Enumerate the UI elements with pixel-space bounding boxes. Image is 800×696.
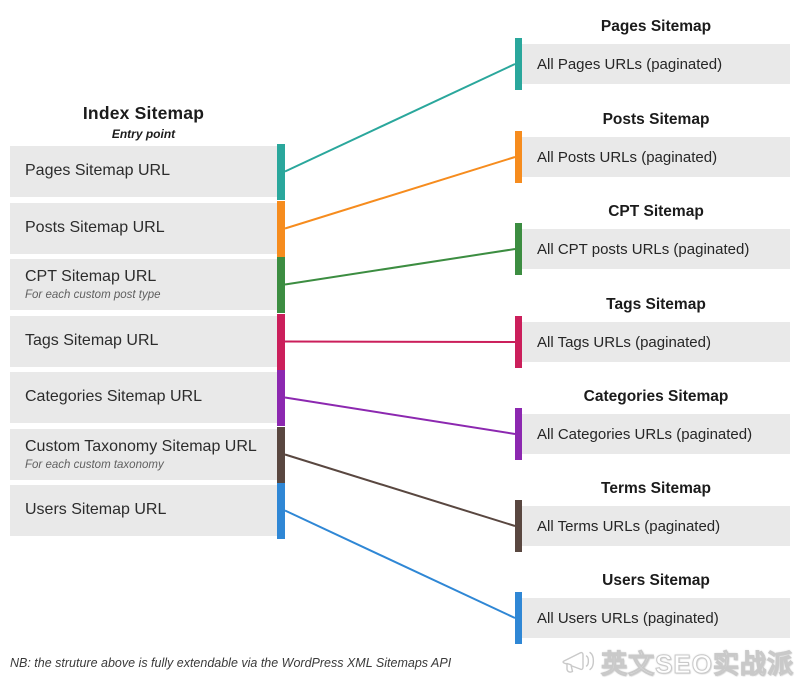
index-entry-custom-taxonomy: Custom Taxonomy Sitemap URL For each cust… (10, 429, 277, 480)
connector-tags (284, 340, 516, 343)
sitemap-title-categories-sitemap: Categories Sitemap (583, 388, 729, 405)
sitemap-title-terms-sitemap: Terms Sitemap (601, 480, 711, 497)
sitemap-box-categories-sitemap: All Categories URLs (paginated) (522, 414, 790, 454)
color-bar-pages (277, 144, 285, 200)
color-bar-tags (277, 314, 285, 370)
index-subheading: Entry point (111, 127, 176, 141)
sitemap-box-label: All Terms URLs (paginated) (537, 517, 721, 535)
color-bar-posts-sitemap (515, 131, 522, 183)
index-entry-label: Categories Sitemap URL (25, 388, 202, 406)
footnote: NB: the struture above is fully extendab… (10, 656, 452, 670)
index-entry-note: For each custom taxonomy (25, 458, 164, 471)
sitemap-box-cpt-sitemap: All CPT posts URLs (paginated) (522, 229, 790, 269)
sitemap-title-users-sitemap: Users Sitemap (602, 572, 710, 589)
index-entry-label: Custom Taxonomy Sitemap URL (25, 438, 257, 456)
color-bar-tags-sitemap (515, 316, 522, 368)
watermark: 英文SEO实战派 (561, 644, 794, 681)
index-entry-tags: Tags Sitemap URL (10, 316, 277, 367)
sitemap-box-label: All CPT posts URLs (paginated) (537, 240, 750, 258)
sitemap-title-pages-sitemap: Pages Sitemap (600, 18, 712, 35)
sitemap-box-posts-sitemap: All Posts URLs (paginated) (522, 137, 790, 177)
sitemap-title-posts-sitemap: Posts Sitemap (602, 111, 710, 128)
color-bar-terms-sitemap (515, 500, 522, 552)
index-entry-note: For each custom post type (25, 288, 161, 301)
index-entry-cpt: CPT Sitemap URL For each custom post type (10, 259, 277, 310)
watermark-text: 英文SEO实战派 (601, 649, 794, 680)
connector-posts (284, 156, 516, 230)
sitemap-box-tags-sitemap: All Tags URLs (paginated) (522, 322, 790, 362)
color-bar-cpt (277, 257, 285, 313)
connector-pages (284, 63, 516, 173)
sitemap-box-label: All Pages URLs (paginated) (537, 55, 723, 73)
sitemap-box-terms-sitemap: All Terms URLs (paginated) (522, 506, 790, 546)
color-bar-cpt-sitemap (515, 223, 522, 275)
index-entry-label: Tags Sitemap URL (25, 332, 159, 350)
color-bar-users (277, 483, 285, 539)
sitemap-box-label: All Posts URLs (paginated) (537, 148, 718, 166)
index-entry-label: Users Sitemap URL (25, 501, 167, 519)
connector-cpt (284, 248, 516, 286)
sitemap-box-label: All Users URLs (paginated) (537, 609, 719, 627)
sitemap-title-cpt-sitemap: CPT Sitemap (608, 203, 704, 220)
sitemap-title-tags-sitemap: Tags Sitemap (606, 296, 706, 313)
index-entry-pages: Pages Sitemap URL (10, 146, 277, 197)
index-heading: Index Sitemap (82, 103, 205, 123)
index-entry-categories: Categories Sitemap URL (10, 372, 277, 423)
index-entry-users: Users Sitemap URL (10, 485, 277, 536)
index-entry-label: Posts Sitemap URL (25, 219, 165, 237)
index-entry-label: CPT Sitemap URL (25, 268, 157, 286)
index-sitemap-title: Index Sitemap Entry point (10, 103, 277, 141)
index-entry-label: Pages Sitemap URL (25, 162, 170, 180)
connector-categories (284, 396, 516, 435)
connector-custom-taxonomy (284, 453, 516, 527)
color-bar-categories-sitemap (515, 408, 522, 460)
sitemap-box-label: All Categories URLs (paginated) (537, 425, 753, 443)
connector-users (284, 509, 516, 619)
megaphone-icon (562, 651, 595, 673)
color-bar-categories (277, 370, 285, 426)
sitemap-box-users-sitemap: All Users URLs (paginated) (522, 598, 790, 638)
color-bar-posts (277, 201, 285, 257)
index-entry-posts: Posts Sitemap URL (10, 203, 277, 254)
color-bar-custom-taxonomy (277, 427, 285, 483)
sitemap-box-pages-sitemap: All Pages URLs (paginated) (522, 44, 790, 84)
sitemap-box-label: All Tags URLs (paginated) (537, 333, 711, 351)
color-bar-pages-sitemap (515, 38, 522, 90)
color-bar-users-sitemap (515, 592, 522, 644)
